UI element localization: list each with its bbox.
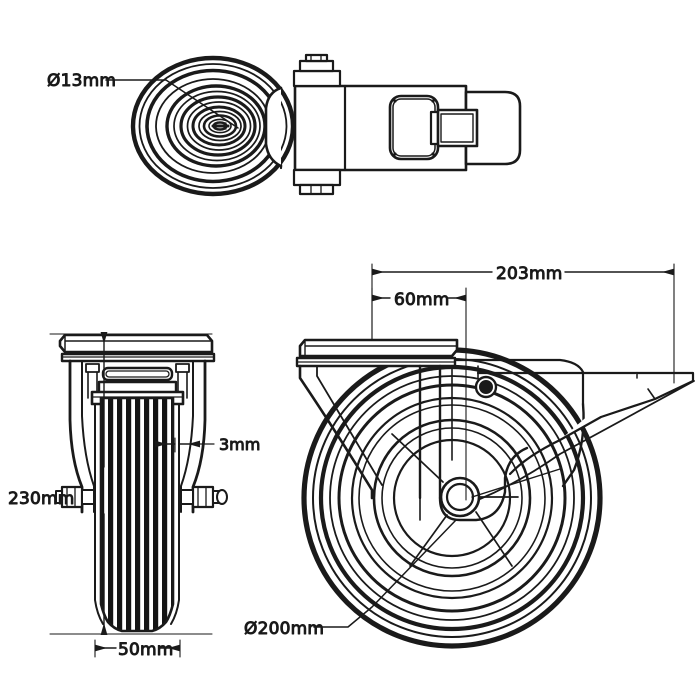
side-view-group [295, 263, 695, 649]
front-view-top-plate [58, 333, 216, 363]
front-view-group [49, 332, 228, 658]
label-203mm: 203mm [496, 264, 563, 284]
label-50mm: 50mm [118, 640, 174, 660]
label-3mm: 3mm [219, 435, 260, 454]
front-view-tyre [94, 396, 180, 633]
front-view-axle-bolts [55, 485, 228, 509]
side-view-brake-lever [479, 371, 695, 500]
dimension-230mm [49, 332, 213, 635]
callout-dia200-leader [313, 468, 561, 628]
side-view-top-plate [295, 338, 459, 368]
top-view-wheel-rings [130, 55, 296, 197]
top-view-fork-bolts [292, 53, 342, 196]
top-view-group [105, 53, 522, 197]
label-dia13: Ø13mm [47, 71, 116, 91]
callout-dia13-leader [105, 79, 239, 129]
label-dia200: Ø200mm [244, 619, 324, 639]
top-view-swivel-arm [279, 84, 522, 172]
dimension-3mm [155, 437, 215, 453]
dimension-60mm [371, 287, 467, 501]
side-view-pivot-rivet [474, 375, 498, 399]
dimension-50mm [94, 639, 181, 658]
top-view-fork-arms [264, 86, 283, 168]
label-230mm: 230mm [8, 489, 75, 509]
label-60mm: 60mm [394, 290, 450, 310]
